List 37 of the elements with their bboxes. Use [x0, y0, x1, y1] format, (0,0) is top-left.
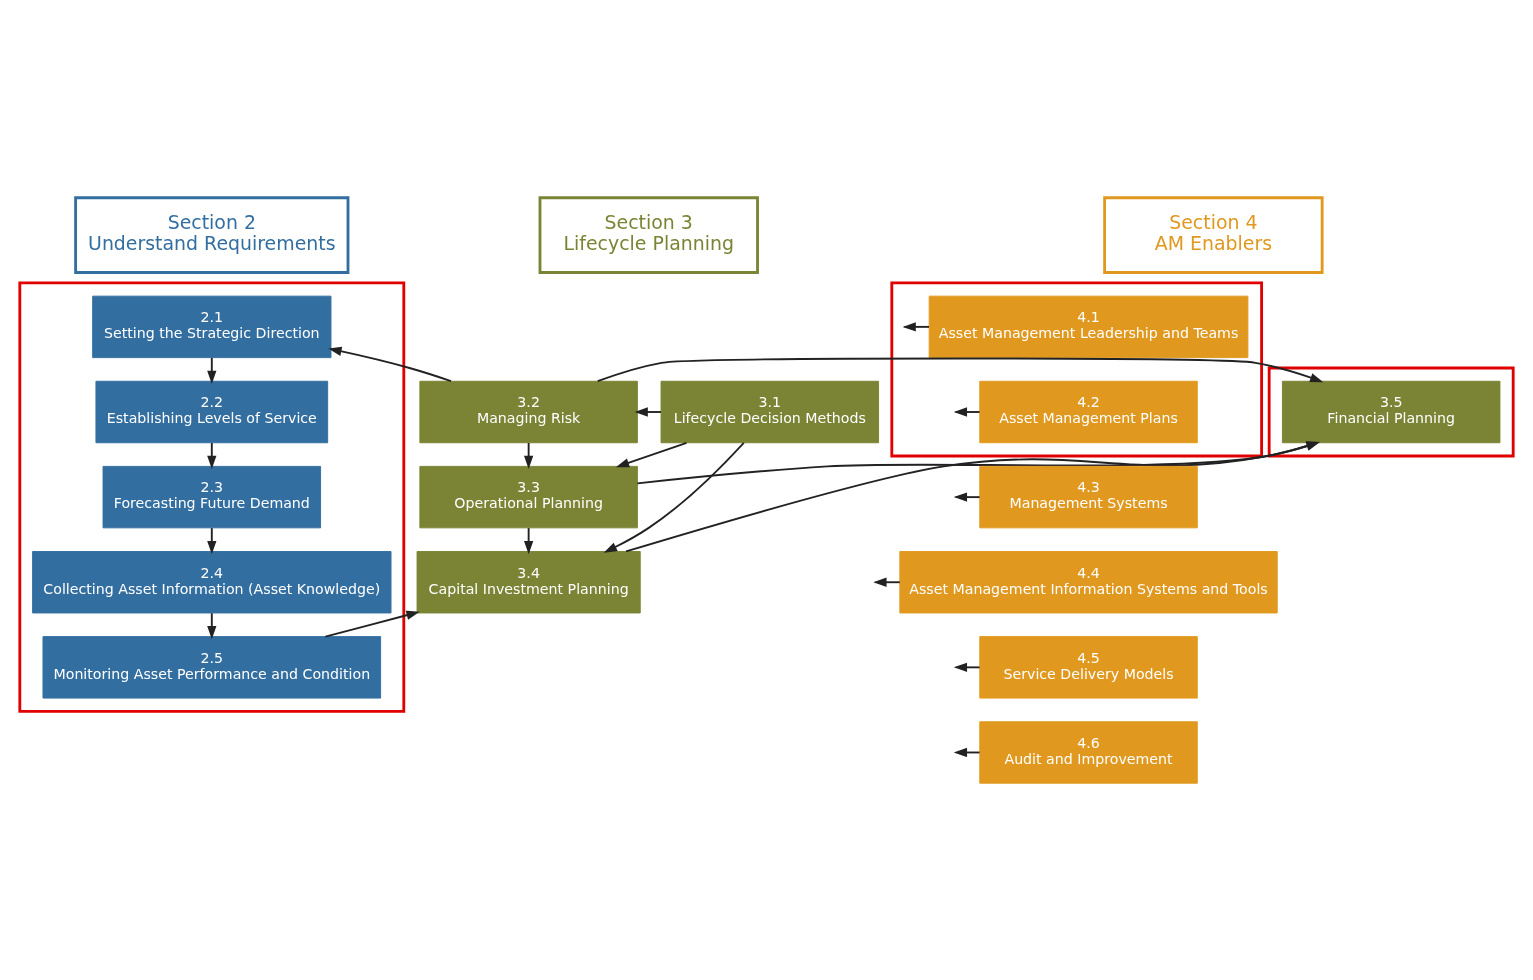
cluster [18, 280, 406, 713]
node-box: 3.4 Capital Investment Planning [416, 550, 641, 613]
node-box: Section 2 Understand Requirements [74, 195, 350, 274]
node-box: 2.2 Establishing Levels of Service [95, 380, 329, 443]
node-box: 4.2 Asset Management Plans [979, 380, 1198, 443]
node-box: 4.1 Asset Management Leadership and Teams [928, 295, 1249, 358]
arrow [524, 526, 534, 554]
node-box: 2.3 Forecasting Future Demand [102, 465, 322, 528]
arrow [207, 441, 217, 469]
arrow [524, 441, 534, 469]
arrow [328, 346, 452, 382]
cluster [1267, 366, 1515, 457]
arrow [615, 441, 688, 467]
arrow [207, 356, 217, 384]
node-box: 4.5 Service Delivery Models [979, 635, 1198, 699]
node-box: 3.1 Lifecycle Decision Methods [660, 380, 880, 443]
node-box: 2.1 Setting the Strategic Direction [92, 295, 332, 358]
node-box: 3.3 Operational Planning [419, 465, 638, 528]
node-box: 3.2 Managing Risk [419, 380, 638, 443]
node-box: Section 3 Lifecycle Planning [538, 195, 759, 274]
node-box: 2.4 Collecting Asset Information (Asset Knowledge) [32, 550, 392, 613]
arrow [596, 357, 1324, 382]
node-box: 3.5 Financial Planning [1281, 380, 1501, 443]
arrow [207, 611, 217, 639]
arrow [207, 526, 217, 554]
arrow [636, 441, 1320, 484]
arrow [603, 441, 745, 553]
arrow [953, 491, 981, 502]
node-box: 4.4 Asset Management Information Systems and Tools [899, 550, 1278, 613]
node-box: 4.6 Audit and Improvement [979, 720, 1198, 784]
node-box: 2.5 Monitoring Asset Performance and Condition [42, 635, 382, 699]
cluster [890, 280, 1264, 457]
arrow [625, 441, 1320, 552]
arrow [634, 406, 662, 417]
node-box: Section 4 AM Enablers [1103, 195, 1324, 274]
arrow [324, 610, 420, 637]
node-box: 4.3 Management Systems [979, 465, 1198, 528]
